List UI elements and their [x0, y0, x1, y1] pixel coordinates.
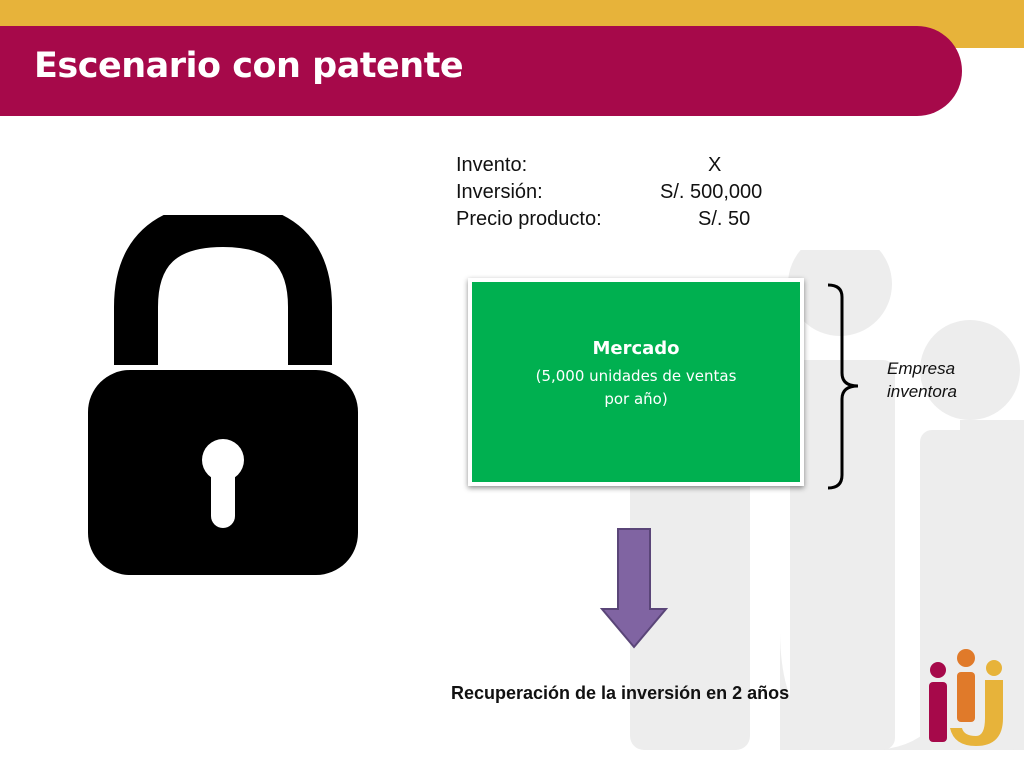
- info-row-invention: Invento: X: [456, 152, 816, 179]
- info-value: S/. 50: [698, 208, 751, 230]
- info-value: X: [708, 154, 722, 176]
- info-label: Invento:: [456, 154, 528, 176]
- info-value: S/. 500,000: [660, 181, 763, 203]
- conclusion-text: Recuperación de la inversión en 2 años: [451, 683, 790, 703]
- info-block: Invento: X Inversión: S/. 500,000 Precio…: [456, 152, 816, 233]
- padlock-icon: [88, 215, 358, 575]
- info-label: Precio producto:: [456, 208, 602, 230]
- slide-title: Escenario con patente: [34, 46, 464, 86]
- market-description: (5,000 unidades de ventas por año): [472, 365, 800, 411]
- info-label: Inversión:: [456, 181, 543, 203]
- company-label-line: Empresa: [887, 359, 956, 378]
- company-label-line: inventora: [887, 382, 957, 401]
- info-row-investment: Inversión: S/. 500,000: [456, 179, 816, 206]
- info-row-price: Precio producto: S/. 50: [456, 206, 816, 233]
- market-title: Mercado: [592, 338, 680, 359]
- market-description-line: (5,000 unidades de ventas: [535, 367, 737, 385]
- market-box: Mercado (5,000 unidades de ventas por añ…: [468, 278, 804, 486]
- down-arrow-icon: [599, 528, 669, 649]
- university-logo-icon: [929, 649, 1003, 746]
- title-band: [0, 26, 962, 116]
- company-label: Empresa inventora: [887, 357, 957, 403]
- right-curly-brace: [827, 283, 859, 490]
- market-description-line: por año): [604, 390, 668, 408]
